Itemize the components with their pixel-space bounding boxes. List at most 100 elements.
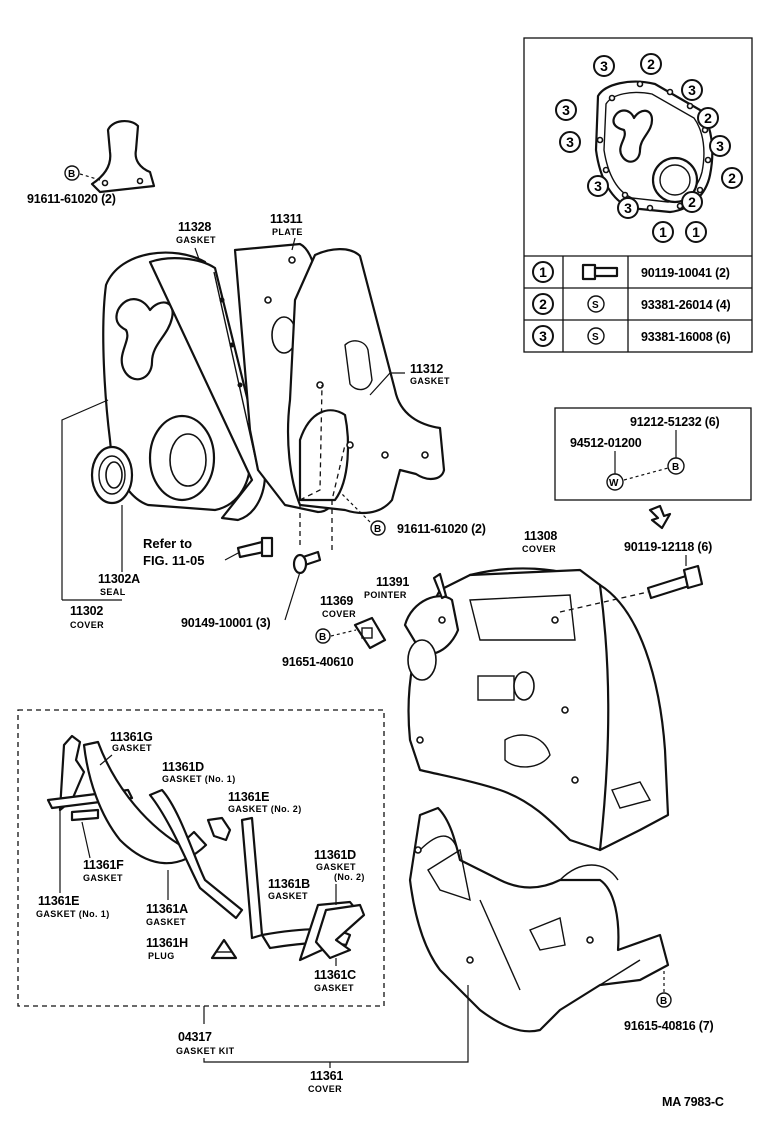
legend-key-3: 3 [532,325,554,347]
svg-text:S: S [592,300,599,311]
bolt-b-symbol-lower: B [656,992,672,1008]
bolt-washer-box [554,407,752,501]
legend-key-2: 2 [532,293,554,315]
legend-part-number: 90119-10041 (2) [641,266,730,280]
seal-11302a [90,445,134,505]
callout-91611-mid: 91611-61020 (2) [397,522,486,536]
gasket-11361d-no1 [148,788,244,920]
svg-text:B: B [319,632,326,643]
gasket-11361e-no2 [206,816,264,940]
svg-text:2: 2 [688,194,696,210]
label-gasket-11328: GASKET [176,235,216,245]
callout-11312: 11312 [410,362,443,376]
gasket-11361c [314,903,366,960]
label-cover-11302: COVER [70,620,104,630]
cover-11308 [403,567,670,852]
legend-bolt-icon [581,263,619,281]
inset-gasket-outline [594,80,714,214]
svg-text:3: 3 [594,178,602,194]
callout-11361d-2: 11361D [314,848,356,862]
svg-text:W: W [609,478,619,489]
label-pointer-11391: POINTER [364,590,407,600]
callout-11391: 11391 [376,575,409,589]
bolt-b-symbol-11369: B [315,628,331,644]
svg-text:3: 3 [600,58,608,74]
label-plate-11311: PLATE [272,227,303,237]
callout-04317: 04317 [178,1030,212,1044]
plug-11361h [210,938,238,960]
inset-marker-3: 3 [593,55,615,77]
callout-91615: 91615-40816 (7) [624,1019,713,1033]
callout-91611-top: 91611-61020 (2) [27,192,116,206]
svg-text:3: 3 [716,138,724,154]
callout-11308: 11308 [524,529,557,543]
callout-11361e-1: 11361E [38,894,79,908]
bolt-pattern-inset [523,37,753,353]
label-gasket-11361c: GASKET [314,983,354,993]
label-gasket-11361a: GASKET [146,917,186,927]
callout-90119-12118: 90119-12118 (6) [624,540,712,554]
label-seal-11302a: SEAL [100,587,126,597]
callout-11361b: 11361B [268,877,310,891]
svg-text:3: 3 [539,328,547,344]
legend-key-1: 1 [532,261,554,283]
svg-text:B: B [672,462,679,473]
svg-text:1: 1 [659,224,667,240]
callout-11328: 11328 [178,220,211,234]
label-gasket-11361b: GASKET [268,891,308,901]
hollow-arrow-down [648,504,672,530]
refer-line-1: Refer to [143,536,192,551]
label-cover-11369: COVER [322,609,356,619]
inset-marker-1: 1 [685,221,707,243]
callout-11361f: 11361F [83,858,124,872]
washer-w-symbol: W [606,473,624,491]
svg-text:3: 3 [562,102,570,118]
bracket-part [90,120,156,194]
legend-part-number: 93381-16008 (6) [641,330,730,344]
callout-11369: 11369 [320,594,353,608]
legend-part-number: 93381-26014 (4) [641,298,730,312]
bolt-legend-table [524,255,752,352]
callout-11302a: 11302A [98,572,140,586]
callout-11361g: 11361G [110,730,153,744]
inset-marker-3: 3 [709,135,731,157]
inset-marker-3: 3 [617,197,639,219]
callout-11361: 11361 [310,1069,343,1083]
pointer-11391 [432,572,448,600]
svg-text:3: 3 [566,134,574,150]
label-no2-11361d-2: (No. 2) [334,872,365,882]
legend-stud-s-icon-2: S [587,327,605,345]
svg-text:2: 2 [539,296,547,312]
gasket-kit-box [17,709,385,1007]
svg-text:1: 1 [539,264,547,280]
label-gasket-11361f: GASKET [83,873,123,883]
bolt-90119-12118 [646,564,704,600]
inset-hole-dots [596,80,712,212]
svg-text:1: 1 [692,224,700,240]
callout-11311: 11311 [270,212,303,226]
svg-text:2: 2 [728,170,736,186]
bolt-legend-rows: 1 90119-10041 (2) 2 93381-26014 (4) 3 93381-1… [532,261,731,347]
inset-marker-3: 3 [587,175,609,197]
inset-marker-2: 2 [681,191,703,213]
callout-11361a: 11361A [146,902,188,916]
label-gasket-11361e-2: GASKET (No. 2) [228,804,302,814]
gasket-11312 [286,248,446,515]
svg-text:B: B [68,169,75,180]
screw-90149 [292,550,322,575]
label-gasket-11312: GASKET [410,376,450,386]
label-gasket-11361g: GASKET [112,743,152,753]
svg-text:3: 3 [688,82,696,98]
label-cover-11361: COVER [308,1084,342,1094]
label-gasket-11361d-2: GASKET [316,862,356,872]
inset-marker-1: 1 [652,221,674,243]
label-plug-11361h: PLUG [148,951,175,961]
callout-90149: 90149-10001 (3) [181,616,270,630]
bolt-b-symbol-box: B [667,457,685,475]
inset-marker-2: 2 [697,107,719,129]
svg-text:3: 3 [624,200,632,216]
callout-11361h: 11361H [146,936,188,950]
